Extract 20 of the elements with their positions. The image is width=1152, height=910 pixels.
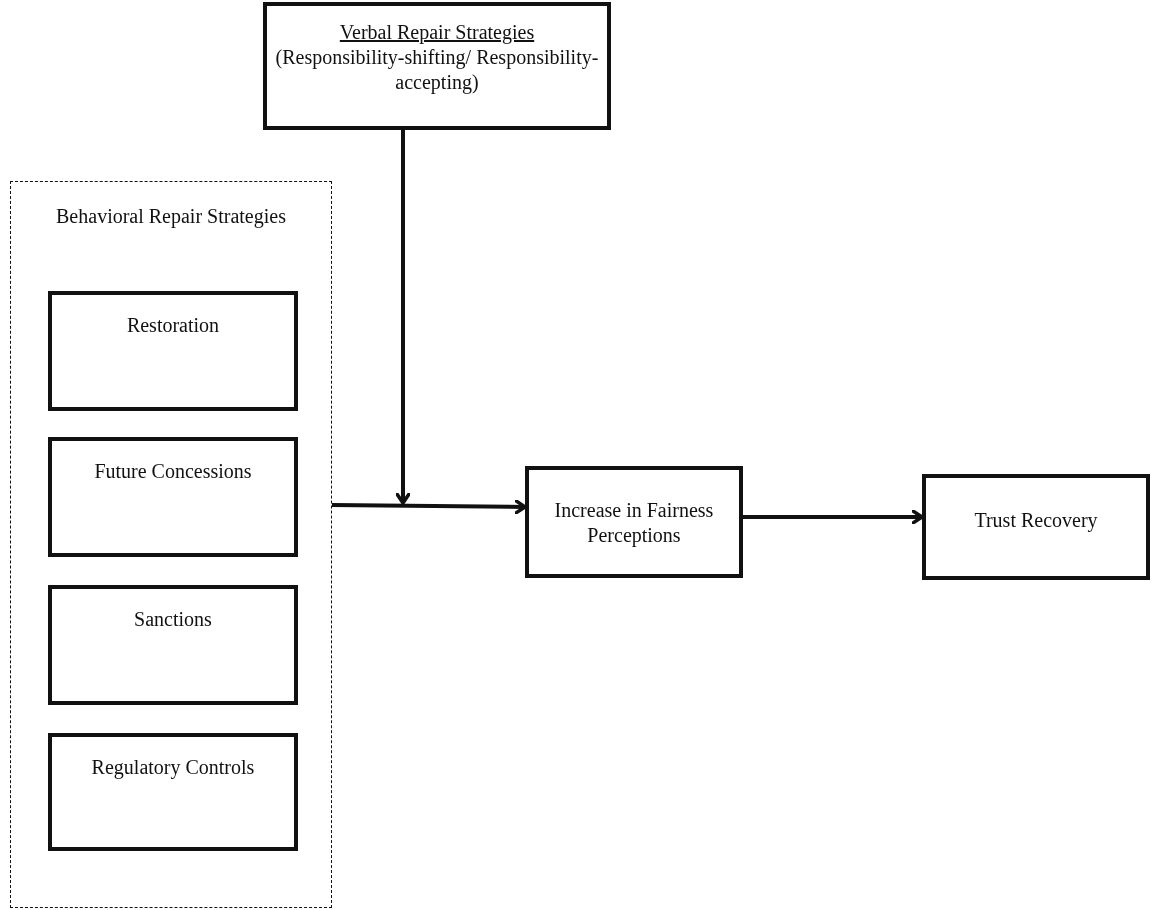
box-label: Sanctions <box>133 607 213 632</box>
box-label: Restoration <box>125 313 221 338</box>
arrow <box>331 499 527 515</box>
process-box <box>922 474 1150 580</box>
arrow <box>395 130 411 505</box>
process-box <box>525 466 743 578</box>
arrow <box>743 509 924 525</box>
process-box <box>263 2 611 130</box>
dashed-group-box <box>10 181 332 908</box>
box-label: (Responsibility-shifting/ Responsibility-accepting) <box>274 45 600 95</box>
process-box <box>48 291 298 411</box>
box-label: Future Concessions <box>93 459 253 484</box>
process-box <box>48 585 298 705</box>
box-label: Behavioral Repair Strategies <box>55 204 287 229</box>
process-box <box>48 437 298 557</box>
box-label: Trust Recovery <box>973 508 1099 533</box>
process-box <box>48 733 298 851</box>
box-heading: Verbal Repair Strategies <box>338 20 536 45</box>
box-label: Regulatory Controls <box>90 755 256 780</box>
box-label: Increase in Fairness Perceptions <box>553 498 715 548</box>
